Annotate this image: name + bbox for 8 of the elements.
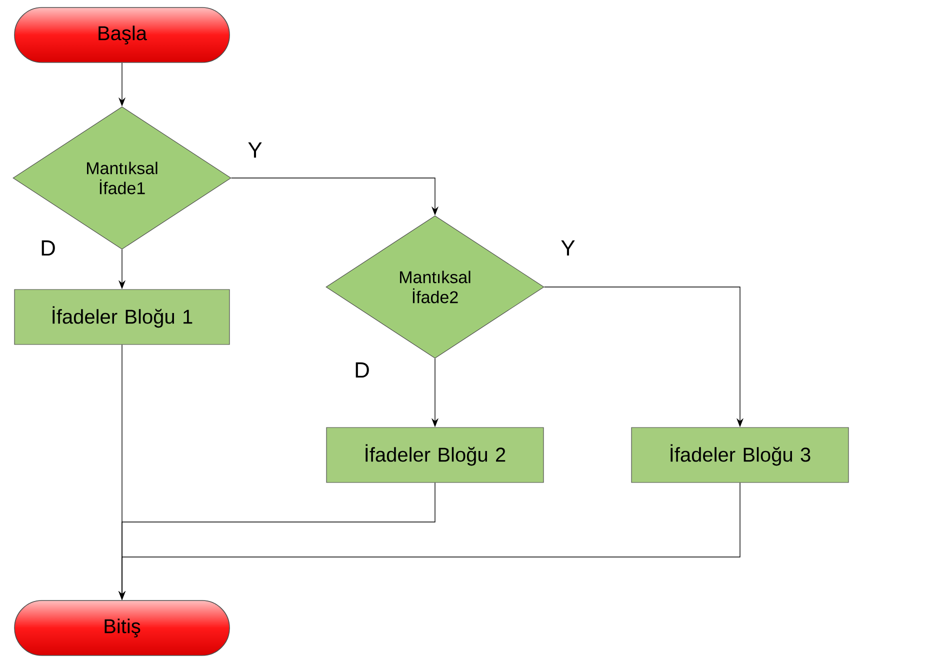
process-box: İfadeler Bloğu 1 (14, 289, 230, 345)
edge-label: Y (560, 239, 576, 257)
terminal-box: Bitiş (14, 600, 230, 656)
edge-label: Y (246, 141, 264, 159)
edge-label: D (353, 361, 371, 379)
terminal-box: Başla (14, 7, 230, 63)
process-box: İfadeler Bloğu 2 (326, 427, 544, 483)
process-box: İfadeler Bloğu 3 (631, 427, 849, 483)
